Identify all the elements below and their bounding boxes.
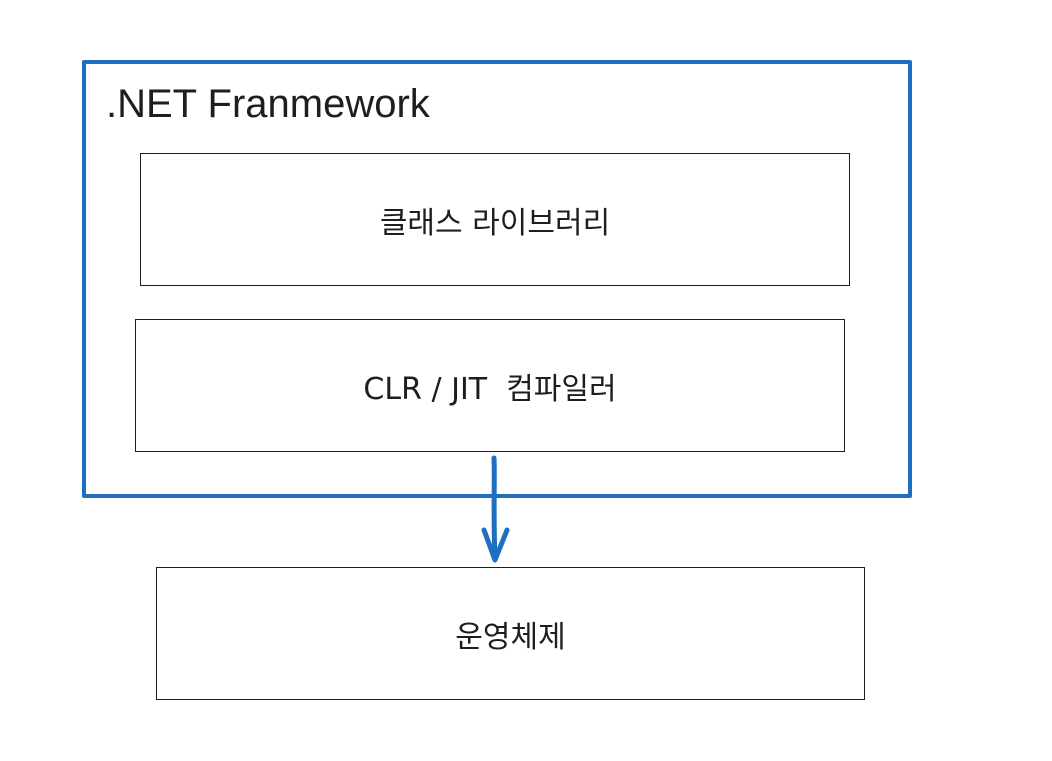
arrow-head: [481, 527, 510, 563]
frame-title: .NET Franmework: [106, 82, 430, 126]
class-library-label: 클래스 라이브러리: [379, 205, 611, 241]
operating-system-box: 운영체제: [156, 567, 865, 700]
operating-system-label: 운영체제: [455, 619, 566, 655]
class-library-box: 클래스 라이브러리: [140, 153, 850, 286]
clr-jit-compiler-box: CLR / JIT 컴파일러: [135, 319, 845, 452]
clr-jit-compiler-label: CLR / JIT 컴파일러: [363, 371, 617, 407]
